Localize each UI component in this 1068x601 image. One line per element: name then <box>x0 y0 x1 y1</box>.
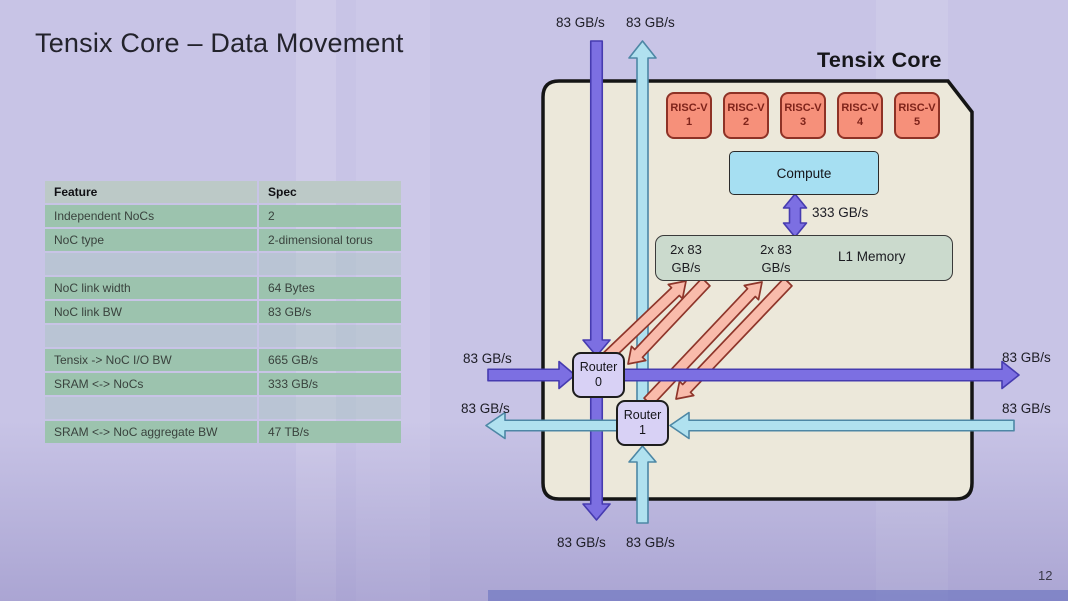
router-number: 1 <box>639 423 646 437</box>
riscv-label: RISC-V <box>841 101 879 114</box>
riscv-block-1: RISC-V 1 <box>666 92 712 139</box>
router-0-block: Router 0 <box>572 352 625 398</box>
riscv-block-4: RISC-V 4 <box>837 92 883 139</box>
bw-label-bottom-noc0: 83 GB/s <box>557 535 606 550</box>
table-spacer-row <box>45 325 401 347</box>
bw-label-bottom-noc1: 83 GB/s <box>626 535 675 550</box>
noc1-vertical-arrow <box>628 40 657 524</box>
table-header-feature: Feature <box>45 181 257 203</box>
riscv-number: 5 <box>913 115 921 128</box>
riscv-block-2: RISC-V 2 <box>723 92 769 139</box>
table-row: Tensix -> NoC I/O BW 665 GB/s <box>45 349 401 371</box>
riscv-number: 1 <box>685 115 693 128</box>
router0-l1-arrows <box>601 277 711 365</box>
compute-label: Compute <box>776 165 832 181</box>
table-spacer-row <box>45 253 401 275</box>
noc0-horizontal-arrow <box>487 360 1020 390</box>
router-label: Router <box>579 360 618 374</box>
spec-cell: 83 GB/s <box>259 301 401 323</box>
l1-noc1-bw-label: 2x 83 GB/s <box>760 242 792 275</box>
table-row: NoC link BW 83 GB/s <box>45 301 401 323</box>
feature-cell <box>45 397 257 419</box>
bw-label-top-noc1: 83 GB/s <box>626 15 675 30</box>
feature-cell <box>45 253 257 275</box>
compute-block: Compute <box>729 151 879 195</box>
spec-cell: 665 GB/s <box>259 349 401 371</box>
riscv-number: 2 <box>742 115 750 128</box>
l1-memory-label: L1 Memory <box>838 249 906 264</box>
table-row: SRAM <-> NoC aggregate BW 47 TB/s <box>45 421 401 443</box>
diagram-title: Tensix Core <box>817 48 942 72</box>
spec-table: Feature Spec Independent NoCs 2 NoC type… <box>45 181 401 445</box>
table-row: NoC type 2-dimensional torus <box>45 229 401 251</box>
table-spacer-row <box>45 397 401 419</box>
riscv-block-3: RISC-V 3 <box>780 92 826 139</box>
feature-cell: SRAM <-> NoC aggregate BW <box>45 421 257 443</box>
page-number: 12 <box>1038 568 1053 583</box>
riscv-label: RISC-V <box>727 101 765 114</box>
router-number: 0 <box>595 375 602 389</box>
bw-label-top-noc0: 83 GB/s <box>556 15 605 30</box>
bw-label-left-noc0: 83 GB/s <box>463 351 512 366</box>
spec-cell: 2-dimensional torus <box>259 229 401 251</box>
feature-cell: Independent NoCs <box>45 205 257 227</box>
riscv-number: 3 <box>799 115 807 128</box>
router-label: Router <box>623 408 662 422</box>
table-row: SRAM <-> NoCs 333 GB/s <box>45 373 401 395</box>
table-row: Independent NoCs 2 <box>45 205 401 227</box>
table-header-row: Feature Spec <box>45 181 401 203</box>
bw-label-left-noc1: 83 GB/s <box>461 401 510 416</box>
feature-cell: NoC type <box>45 229 257 251</box>
spec-cell: 47 TB/s <box>259 421 401 443</box>
feature-cell: Tensix -> NoC I/O BW <box>45 349 257 371</box>
spec-cell <box>259 397 401 419</box>
riscv-label: RISC-V <box>670 101 708 114</box>
l1-noc0-bw-label: 2x 83 GB/s <box>670 242 702 275</box>
bw-label-right-noc0: 83 GB/s <box>1002 350 1051 365</box>
spec-cell: 333 GB/s <box>259 373 401 395</box>
feature-cell: NoC link BW <box>45 301 257 323</box>
riscv-label: RISC-V <box>898 101 936 114</box>
spec-cell: 2 <box>259 205 401 227</box>
table-header-spec: Spec <box>259 181 401 203</box>
spec-cell <box>259 253 401 275</box>
router-1-block: Router 1 <box>616 400 669 446</box>
feature-cell: NoC link width <box>45 277 257 299</box>
l1-memory-block: 2x 83 GB/s 2x 83 GB/s L1 Memory <box>655 235 953 281</box>
riscv-number: 4 <box>856 115 864 128</box>
feature-cell: SRAM <-> NoCs <box>45 373 257 395</box>
riscv-label: RISC-V <box>784 101 822 114</box>
bw-label-right-noc1: 83 GB/s <box>1002 401 1051 416</box>
spec-cell: 64 Bytes <box>259 277 401 299</box>
table-row: NoC link width 64 Bytes <box>45 277 401 299</box>
feature-cell <box>45 325 257 347</box>
spec-cell <box>259 325 401 347</box>
slide-title: Tensix Core – Data Movement <box>35 28 404 58</box>
bw-label-compute-l1: 333 GB/s <box>812 205 869 220</box>
riscv-block-5: RISC-V 5 <box>894 92 940 139</box>
